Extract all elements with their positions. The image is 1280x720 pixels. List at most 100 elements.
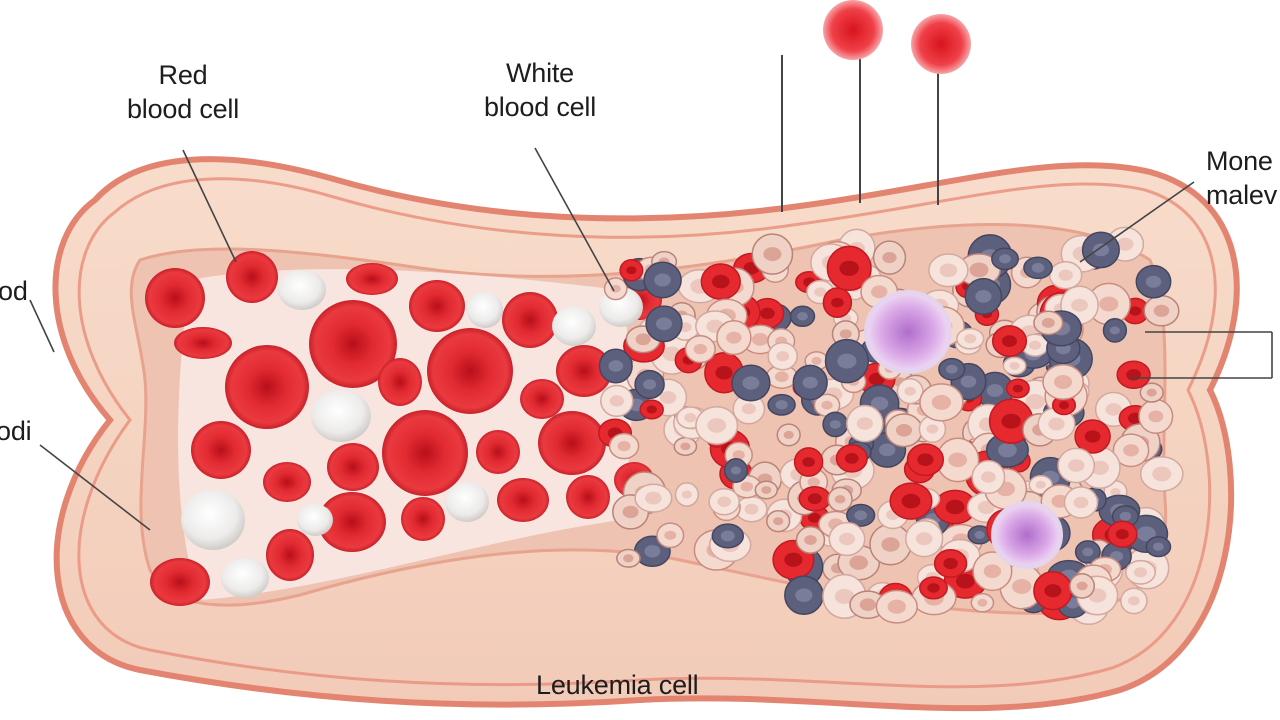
label-white-blood-cell: White blood cell: [460, 56, 620, 124]
marrow-cell-center: [964, 334, 977, 344]
marrow-cell-center: [776, 351, 790, 362]
marrow-cell-center: [730, 466, 742, 475]
marrow-cell-center: [774, 371, 789, 383]
marrow-cell-center: [1148, 410, 1164, 423]
marrow-cell-center: [1012, 384, 1024, 393]
marrow-cell-center: [720, 530, 735, 542]
marrow-cell-center: [939, 263, 958, 278]
label-leukemia-cell: Leukemia cell: [536, 670, 699, 700]
marrow-cell-center: [901, 493, 921, 509]
marrow-cell-center: [814, 287, 827, 297]
marrow-cell-center: [717, 496, 731, 508]
marrow-cell-center: [807, 477, 820, 487]
label-red-blood-cell: Red blood cell: [108, 58, 258, 126]
marrow-cell-center: [741, 403, 756, 415]
marrow-cell-center: [917, 453, 934, 467]
marrow-cell-center: [1136, 526, 1156, 542]
marrow-cell-center: [849, 555, 868, 570]
label-white-blood-cell-line2: blood cell: [483, 92, 597, 122]
marrow-cell-center: [895, 424, 913, 437]
marrow-cell-center: [831, 297, 844, 308]
marrow-cell-center: [712, 274, 730, 289]
floating-red-cell-2: [911, 14, 971, 74]
marrow-cell-center: [871, 285, 888, 299]
marrow-cell-center: [945, 499, 965, 515]
marrow-cell-center: [844, 453, 859, 464]
marrow-cell-center: [999, 254, 1011, 264]
marrow-cell-center: [854, 510, 867, 521]
marrow-cell-center: [1076, 581, 1088, 591]
leukemia-cells: [864, 290, 1063, 569]
marrow-cell-center: [742, 376, 760, 390]
marrow-cell-center: [760, 307, 775, 320]
marrow-cell-center: [915, 532, 933, 546]
marrow-cell-center: [1105, 403, 1122, 416]
marrow-cell-center: [981, 471, 996, 483]
marrow-cell-center: [821, 400, 833, 410]
marrow-cell-center: [1145, 275, 1162, 288]
marrow-cell-center: [1048, 417, 1065, 431]
marrow-cell-center: [1153, 542, 1164, 551]
label-red-blood-cell-line2: blood cell: [126, 94, 240, 124]
label-left-bottom: odi: [0, 416, 32, 446]
marrow-cell-center: [1129, 306, 1142, 316]
marrow-cell-center: [715, 366, 733, 380]
marrow-cell-center: [969, 262, 989, 278]
marrow-cell-center: [837, 353, 857, 369]
marrow-cell-center: [881, 537, 900, 552]
marrow-cell-center: [1029, 340, 1041, 350]
marrow-cell-center: [926, 424, 939, 434]
marrow-cell-center: [1002, 335, 1017, 347]
marrow-cell-center: [1128, 596, 1140, 606]
marrow-cell-center: [707, 418, 727, 433]
marrow-cell-center: [773, 517, 784, 526]
blood-vessels: [781, 55, 939, 212]
label-white-blood-cell-line1: White: [505, 58, 575, 88]
marrow-cell-center: [931, 394, 952, 410]
marrow-cell-center: [1146, 388, 1157, 397]
marrow-cell-center: [680, 442, 691, 451]
marrow-cell-center: [1012, 579, 1032, 594]
marrow-cell-center: [1152, 466, 1172, 482]
marrow-cell-center: [870, 396, 889, 411]
marrow-cell-center: [977, 501, 995, 514]
marrow-cell-center: [609, 395, 624, 407]
marrow-cell-center: [948, 452, 968, 468]
marrow-cell-center: [1054, 375, 1073, 389]
marrow-cell-center: [1116, 237, 1134, 251]
marrow-cell-center: [626, 266, 637, 275]
bone-inner-wall: [77, 177, 1217, 689]
marrow-cell-center: [763, 247, 782, 262]
marrow-cell-center: [644, 545, 661, 558]
marrow-cell-center: [943, 557, 958, 570]
leader-lines: [29, 147, 1273, 531]
marrow-cell-center: [802, 376, 818, 389]
marrow-cell-center: [761, 486, 772, 494]
marrow-cell-center: [1044, 584, 1062, 598]
marrow-cell-center: [1110, 488, 1121, 496]
marrow-cell-center: [839, 260, 859, 276]
marrow-cell-center: [946, 364, 958, 374]
marrow-cell-center: [879, 443, 896, 457]
marrow-cell-center: [839, 532, 855, 546]
marrow-cell-center: [643, 379, 657, 390]
marrow-cell-center: [681, 490, 693, 499]
marrow-cell-center: [655, 317, 673, 331]
marrow-cell-center: [740, 481, 754, 492]
marrow-cell-center: [856, 417, 873, 430]
marrow-cell-center: [974, 530, 985, 539]
marrow-cell-center: [623, 554, 634, 563]
marrow-cell-center: [977, 598, 988, 607]
marrow-cell-center: [645, 491, 662, 505]
label-red-blood-cell-line1: Red: [158, 60, 208, 90]
marrow-cell-center: [802, 457, 815, 467]
marrow-cell-center: [1009, 362, 1020, 370]
marrow-cell-center: [775, 400, 788, 410]
marrow-cell-center: [693, 343, 707, 355]
marrow-cell-center: [807, 493, 822, 505]
marrow-cell-center: [797, 312, 808, 321]
dense-marrow-cells: [597, 226, 1184, 626]
floating-red-cell-1: [823, 0, 883, 60]
marrow-cell-center: [1001, 413, 1021, 429]
